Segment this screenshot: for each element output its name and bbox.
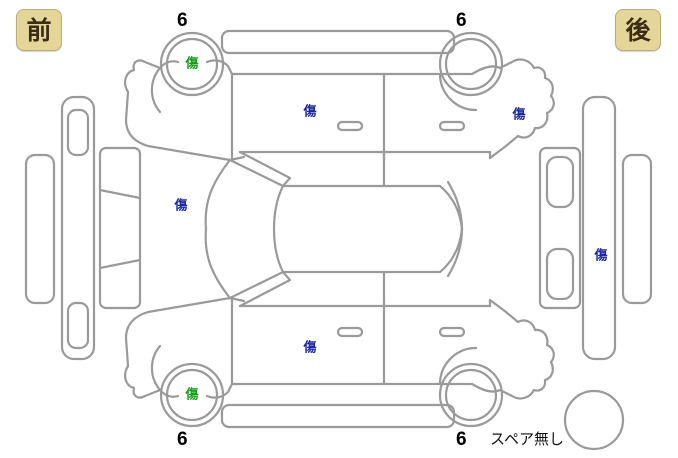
- spare-tire-outline: [563, 389, 625, 451]
- wheel-rear-right: [438, 362, 504, 428]
- doors-and-glass-group: [230, 72, 492, 386]
- damage-mark-right-front-door: 傷: [303, 340, 317, 356]
- wheel-front-right: [438, 31, 504, 97]
- tire-tread-front-right: 6: [456, 10, 467, 31]
- wheels-group: [159, 31, 504, 428]
- damage-mark-rear-panel: 傷: [594, 248, 608, 264]
- damage-mark-left-front-door: 傷: [303, 104, 317, 120]
- damage-mark-hood: 傷: [174, 198, 188, 214]
- tire-tread-rear-left: 6: [177, 429, 188, 450]
- spare-tire-note: スペア無し: [490, 430, 564, 448]
- front-view-group: [24, 95, 142, 361]
- wheel-rear-left: [159, 362, 225, 428]
- damage-mark-rear-left-wheel: 傷: [185, 387, 199, 403]
- damage-mark-front-left-wheel: 傷: [185, 56, 199, 72]
- direction-badge-rear: 後: [615, 9, 661, 51]
- wheel-front-left: [159, 31, 225, 97]
- rear-view-group: [538, 95, 653, 361]
- rear-bumper-rail: [220, 403, 456, 429]
- damage-mark-left-rear-fender: 傷: [512, 107, 526, 123]
- tire-tread-front-left: 6: [177, 10, 188, 31]
- tire-tread-rear-right: 6: [456, 429, 467, 450]
- body-panels-group: [204, 150, 464, 308]
- bumper-rails-group: [220, 29, 456, 429]
- direction-badge-front: 前: [16, 9, 62, 51]
- front-bumper-rail: [220, 29, 456, 55]
- body-top-view-mirror-group: [124, 296, 555, 400]
- body-top-view-group: [124, 58, 555, 162]
